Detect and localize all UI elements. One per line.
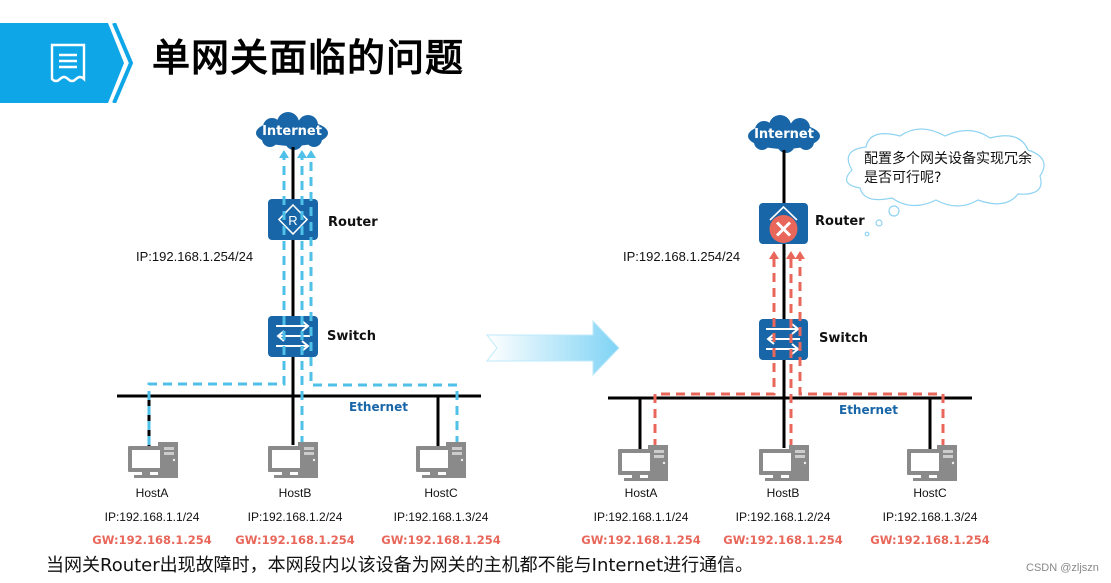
host-ip: IP:192.168.1.3/24 [882, 510, 978, 524]
caption: 当网关Router出现故障时，本网段内以该设备为网关的主机都不能与Interne… [46, 555, 754, 576]
host-name: HostA [624, 486, 658, 500]
router-failed-icon [759, 203, 808, 244]
thought-bubble-text: 配置多个网关设备实现冗余是否可行呢? [864, 151, 1032, 186]
host-name: HostB [766, 486, 800, 500]
host-name: HostC [913, 486, 947, 500]
router-label: Router [815, 214, 865, 229]
traffic-path-failed [653, 258, 945, 448]
left-diagram: R [117, 112, 481, 478]
ethernet-label: Ethernet [839, 403, 898, 417]
host-gateway: GW:192.168.1.254 [581, 533, 701, 547]
host-pc-icon [759, 445, 809, 481]
host-name: HostB [278, 486, 312, 500]
host-pc-icon [907, 445, 957, 481]
error-x-icon [775, 221, 792, 237]
host-ip: IP:192.168.1.3/24 [393, 510, 489, 524]
host-gateway: GW:192.168.1.254 [870, 533, 990, 547]
host-gateway: GW:192.168.1.254 [381, 533, 501, 547]
host-pc-icon [128, 442, 178, 478]
transition-arrow-icon [485, 319, 620, 377]
traffic-path-normal [147, 155, 459, 445]
host-name: HostC [424, 486, 458, 500]
ethernet-label: Ethernet [349, 400, 408, 414]
host-pc-icon [618, 445, 668, 481]
watermark: CSDN @zljszn [1026, 562, 1099, 574]
host-ip: IP:192.168.1.2/24 [247, 510, 343, 524]
host-pc-icon [268, 442, 318, 478]
host-ip: IP:192.168.1.1/24 [104, 510, 200, 524]
host-ip: IP:192.168.1.2/24 [735, 510, 831, 524]
switch-label: Switch [327, 329, 377, 344]
internet-label: Internet [754, 127, 814, 142]
router-icon: R [268, 199, 318, 240]
host-gateway: GW:192.168.1.254 [235, 533, 355, 547]
host-gateway: GW:192.168.1.254 [92, 533, 212, 547]
title-banner [0, 23, 134, 103]
router-label: Router [328, 215, 378, 230]
switch-label: Switch [819, 331, 869, 346]
host-pc-icon [416, 442, 466, 478]
document-list-icon [50, 43, 86, 83]
right-diagram [608, 115, 1045, 481]
host-gateway: GW:192.168.1.254 [723, 533, 843, 547]
host-ip: IP:192.168.1.1/24 [593, 510, 689, 524]
svg-text:R: R [288, 213, 297, 228]
host-name: HostA [135, 486, 169, 500]
router-ip-label: IP:192.168.1.254/24 [623, 249, 741, 264]
internet-label: Internet [262, 124, 322, 139]
thought-bubble [845, 128, 1045, 237]
switch-icon [759, 319, 808, 360]
page-title: 单网关面临的问题 [152, 36, 465, 80]
router-ip-label: IP:192.168.1.254/24 [136, 249, 254, 264]
